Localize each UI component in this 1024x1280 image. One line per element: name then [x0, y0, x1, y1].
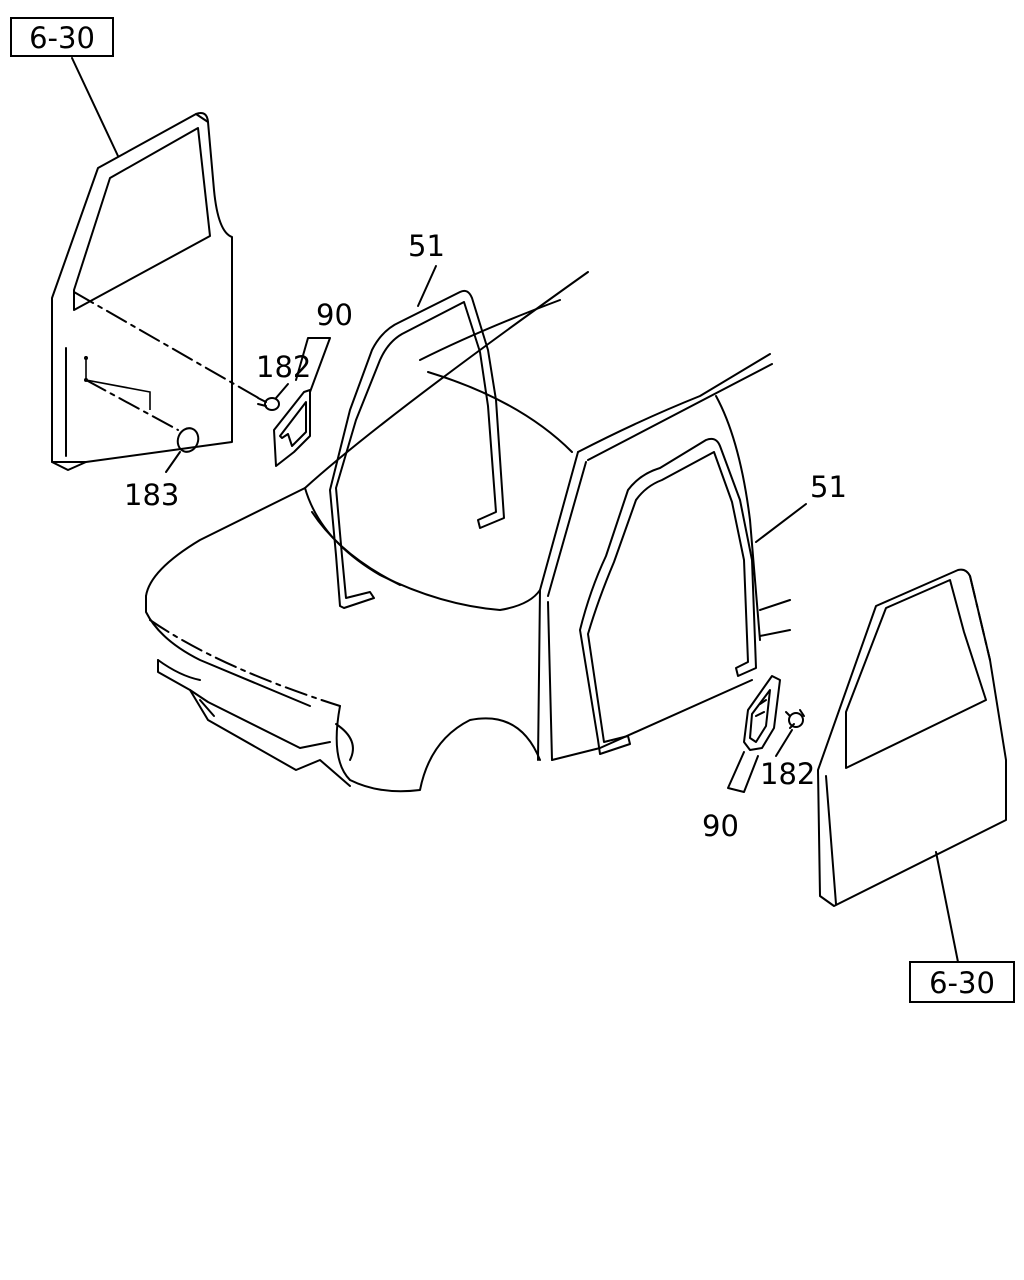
ref-box-top-left — [10, 17, 114, 57]
label-51-right: 51 — [810, 470, 847, 504]
weatherstrip-51-right — [579, 437, 757, 755]
label-183: 183 — [124, 478, 179, 512]
part-182-left — [257, 397, 280, 411]
leader-left-door-to-183 — [85, 379, 179, 431]
label-182-right: 182 — [760, 757, 815, 791]
weatherstrip-51-left — [329, 289, 505, 609]
truck-body — [145, 271, 791, 793]
ref-box-bottom-right — [909, 961, 1015, 1003]
part-182-right — [785, 709, 805, 729]
right-door — [817, 568, 1007, 907]
ref-label-top-left: 6-30 — [29, 21, 95, 55]
left-door — [51, 112, 233, 471]
leader-lines — [71, 57, 959, 963]
part-90-left — [273, 389, 311, 467]
leader-left-door-to-182 — [73, 291, 263, 401]
part-90-right — [743, 675, 781, 751]
label-51-left: 51 — [408, 229, 445, 263]
label-90-left: 90 — [316, 298, 353, 332]
label-182-left: 182 — [256, 350, 311, 384]
ref-label-bottom-right: 6-30 — [929, 966, 995, 1000]
part-183 — [176, 427, 200, 453]
label-90-right: 90 — [702, 809, 739, 843]
